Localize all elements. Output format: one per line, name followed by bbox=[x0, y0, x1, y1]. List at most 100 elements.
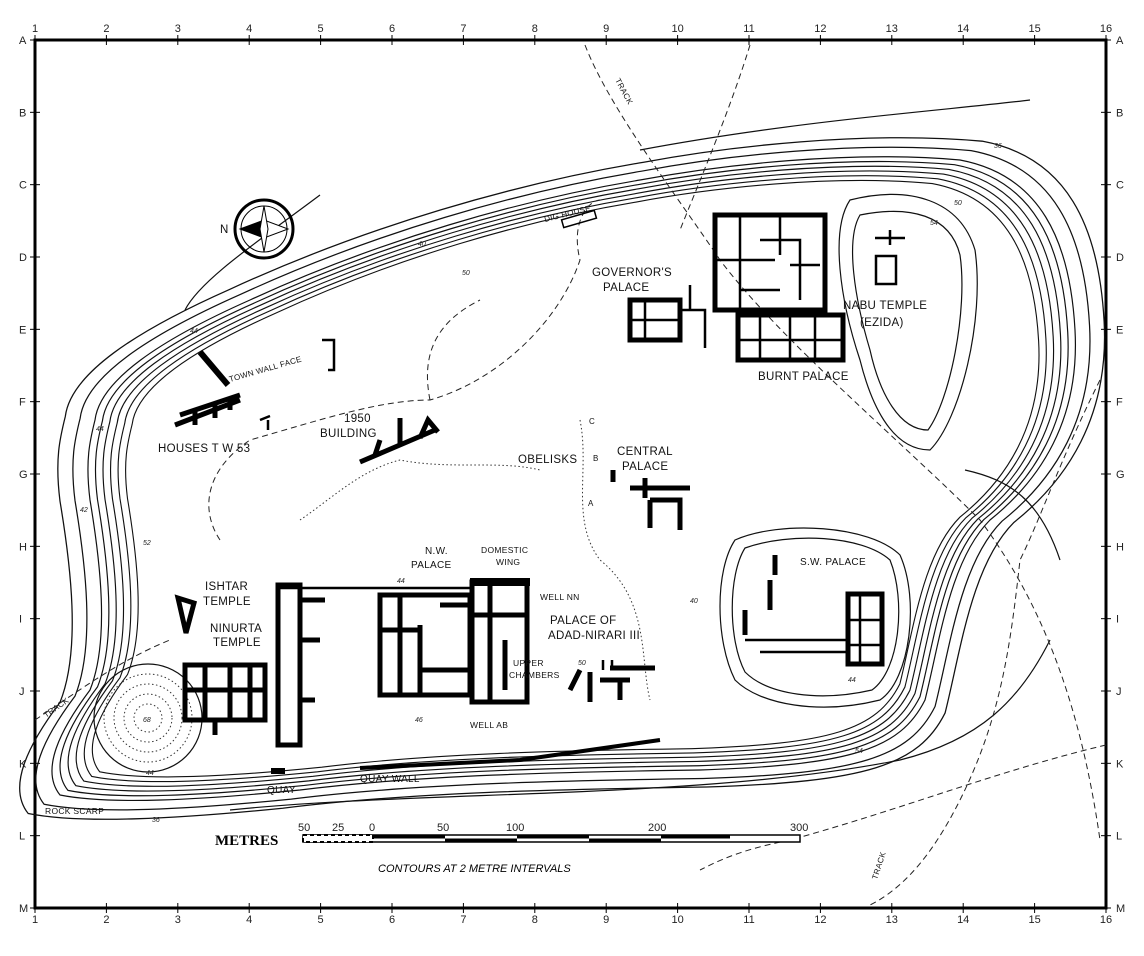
label-nw-palace-1: N.W. bbox=[425, 546, 448, 557]
label-1950-building-1: 1950 bbox=[344, 413, 371, 425]
label-ishtar-temple-2: TEMPLE bbox=[203, 596, 251, 608]
label-governors-palace-1: GOVERNOR'S bbox=[592, 267, 672, 279]
label-obelisk-a: A bbox=[588, 499, 594, 508]
grid-column-label: 2 bbox=[103, 23, 109, 35]
grid-column-label: 1 bbox=[32, 23, 38, 35]
label-burnt-palace: BURNT PALACE bbox=[758, 371, 849, 383]
contour-value: 36 bbox=[152, 817, 160, 824]
nw-palace-building bbox=[280, 578, 530, 705]
grid-column-label: 13 bbox=[886, 914, 898, 926]
central-palace-building bbox=[610, 470, 690, 530]
grid-column-label: 6 bbox=[389, 914, 395, 926]
grid-ticks: 1122334455667788991010111112121313141415… bbox=[19, 23, 1125, 926]
label-well-nn: WELL NN bbox=[540, 592, 580, 602]
label-quay: QUAY bbox=[267, 785, 296, 796]
grid-column-label: 14 bbox=[957, 914, 969, 926]
grid-row-label: L bbox=[19, 831, 25, 843]
grid-column-label: 8 bbox=[532, 914, 538, 926]
contour-value: 68 bbox=[143, 717, 151, 724]
grid-row-label: F bbox=[1116, 397, 1123, 409]
grid-row-label: H bbox=[1116, 541, 1124, 553]
grid-column-label: 4 bbox=[246, 23, 252, 35]
grid-row-label: I bbox=[1116, 614, 1119, 626]
scale-title: METRES bbox=[215, 833, 278, 849]
grid-row-label: F bbox=[19, 397, 26, 409]
grid-column-label: 1 bbox=[32, 914, 38, 926]
nabu-hill-contours bbox=[838, 193, 978, 451]
contour-value: 54 bbox=[855, 748, 863, 755]
contour-value: 44 bbox=[190, 328, 198, 335]
contour-value: 44 bbox=[146, 770, 154, 777]
contour-value: 50 bbox=[462, 270, 470, 277]
grid-row-label: M bbox=[1116, 903, 1125, 915]
contour-interval-note: CONTOURS AT 2 METRE INTERVALS bbox=[378, 863, 571, 875]
label-domestic-wing-1: DOMESTIC bbox=[481, 545, 528, 555]
town-wall-face-structure bbox=[322, 338, 336, 372]
governors-palace-building bbox=[627, 285, 707, 348]
grid-row-label: C bbox=[1116, 180, 1124, 192]
track-north-line-2 bbox=[679, 44, 751, 231]
contour-value: 44 bbox=[96, 426, 104, 433]
grid-column-label: 16 bbox=[1100, 914, 1112, 926]
houses-tw53 bbox=[174, 392, 271, 430]
contour-line bbox=[51, 156, 1077, 802]
track-north-line bbox=[584, 44, 1101, 841]
grid-row-label: J bbox=[1116, 686, 1122, 698]
contour-value: 40 bbox=[418, 241, 426, 248]
contour-line bbox=[83, 175, 1047, 783]
grid-row-label: E bbox=[1116, 324, 1123, 336]
grid-column-label: 12 bbox=[814, 914, 826, 926]
label-obelisk-b: B bbox=[593, 454, 599, 463]
scale-tick: 100 bbox=[506, 822, 524, 834]
label-well-ab: WELL AB bbox=[470, 720, 508, 730]
adad-nirari-palace-building bbox=[567, 660, 655, 702]
grid-row-label: B bbox=[19, 107, 26, 119]
north-label: N bbox=[220, 224, 229, 236]
contour-value: 44 bbox=[848, 677, 856, 684]
contour-value: 36 bbox=[994, 143, 1002, 150]
label-1950-building-2: BUILDING bbox=[320, 428, 377, 440]
grid-column-label: 11 bbox=[743, 23, 754, 35]
excavation-limit bbox=[208, 199, 601, 541]
label-adad-nirari-2: ADAD-NIRARI III bbox=[548, 630, 640, 642]
label-central-palace-1: CENTRAL bbox=[617, 446, 673, 458]
contour-value: 50 bbox=[578, 660, 586, 667]
grid-column-label: 5 bbox=[318, 914, 324, 926]
ninurta-temple-building bbox=[174, 582, 325, 748]
grid-column-label: 3 bbox=[175, 914, 181, 926]
contour-values: 36 50 40 50 44 54 52 42 44 44 46 50 44 5… bbox=[80, 143, 1002, 824]
label-nw-palace-2: PALACE bbox=[411, 560, 452, 571]
contour-value: 54 bbox=[930, 220, 938, 227]
scale-tick: 0 bbox=[369, 822, 375, 834]
nabu-temple-building bbox=[712, 212, 905, 363]
grid-row-label: J bbox=[19, 686, 25, 698]
track-south-east-line bbox=[699, 744, 1107, 871]
contour-value: 46 bbox=[415, 717, 423, 724]
grid-row-label: D bbox=[1116, 252, 1124, 264]
grid-column-label: 8 bbox=[532, 23, 538, 35]
excavation-limit-dotted bbox=[299, 419, 651, 701]
scale-tick: 50 bbox=[437, 822, 449, 834]
label-central-palace-2: PALACE bbox=[622, 461, 668, 473]
grid-row-label: A bbox=[19, 35, 27, 47]
label-quay-wall: QUAY WALL bbox=[360, 774, 420, 785]
label-rock-scarp: ROCK SCARP bbox=[45, 806, 104, 816]
grid-column-label: 10 bbox=[671, 23, 683, 35]
contour-line bbox=[229, 639, 1051, 811]
grid-column-label: 4 bbox=[246, 914, 252, 926]
building-1950 bbox=[359, 415, 440, 465]
label-nabu-temple-1: NABU TEMPLE bbox=[843, 300, 927, 312]
map-frame bbox=[33, 38, 1108, 910]
grid-column-label: 14 bbox=[957, 23, 969, 35]
contour-lines bbox=[19, 99, 1106, 820]
sw-palace-building bbox=[742, 555, 885, 667]
label-obelisks: OBELISKS bbox=[518, 454, 577, 466]
grid-column-label: 12 bbox=[814, 23, 826, 35]
contour-line bbox=[91, 179, 1040, 778]
town-wall bbox=[197, 350, 231, 387]
label-domestic-wing-2: WING bbox=[496, 557, 520, 567]
contour-line bbox=[59, 160, 1069, 797]
grid-row-label: C bbox=[19, 180, 27, 192]
grid-row-label: E bbox=[19, 324, 26, 336]
sw-hill-contours bbox=[719, 527, 911, 708]
